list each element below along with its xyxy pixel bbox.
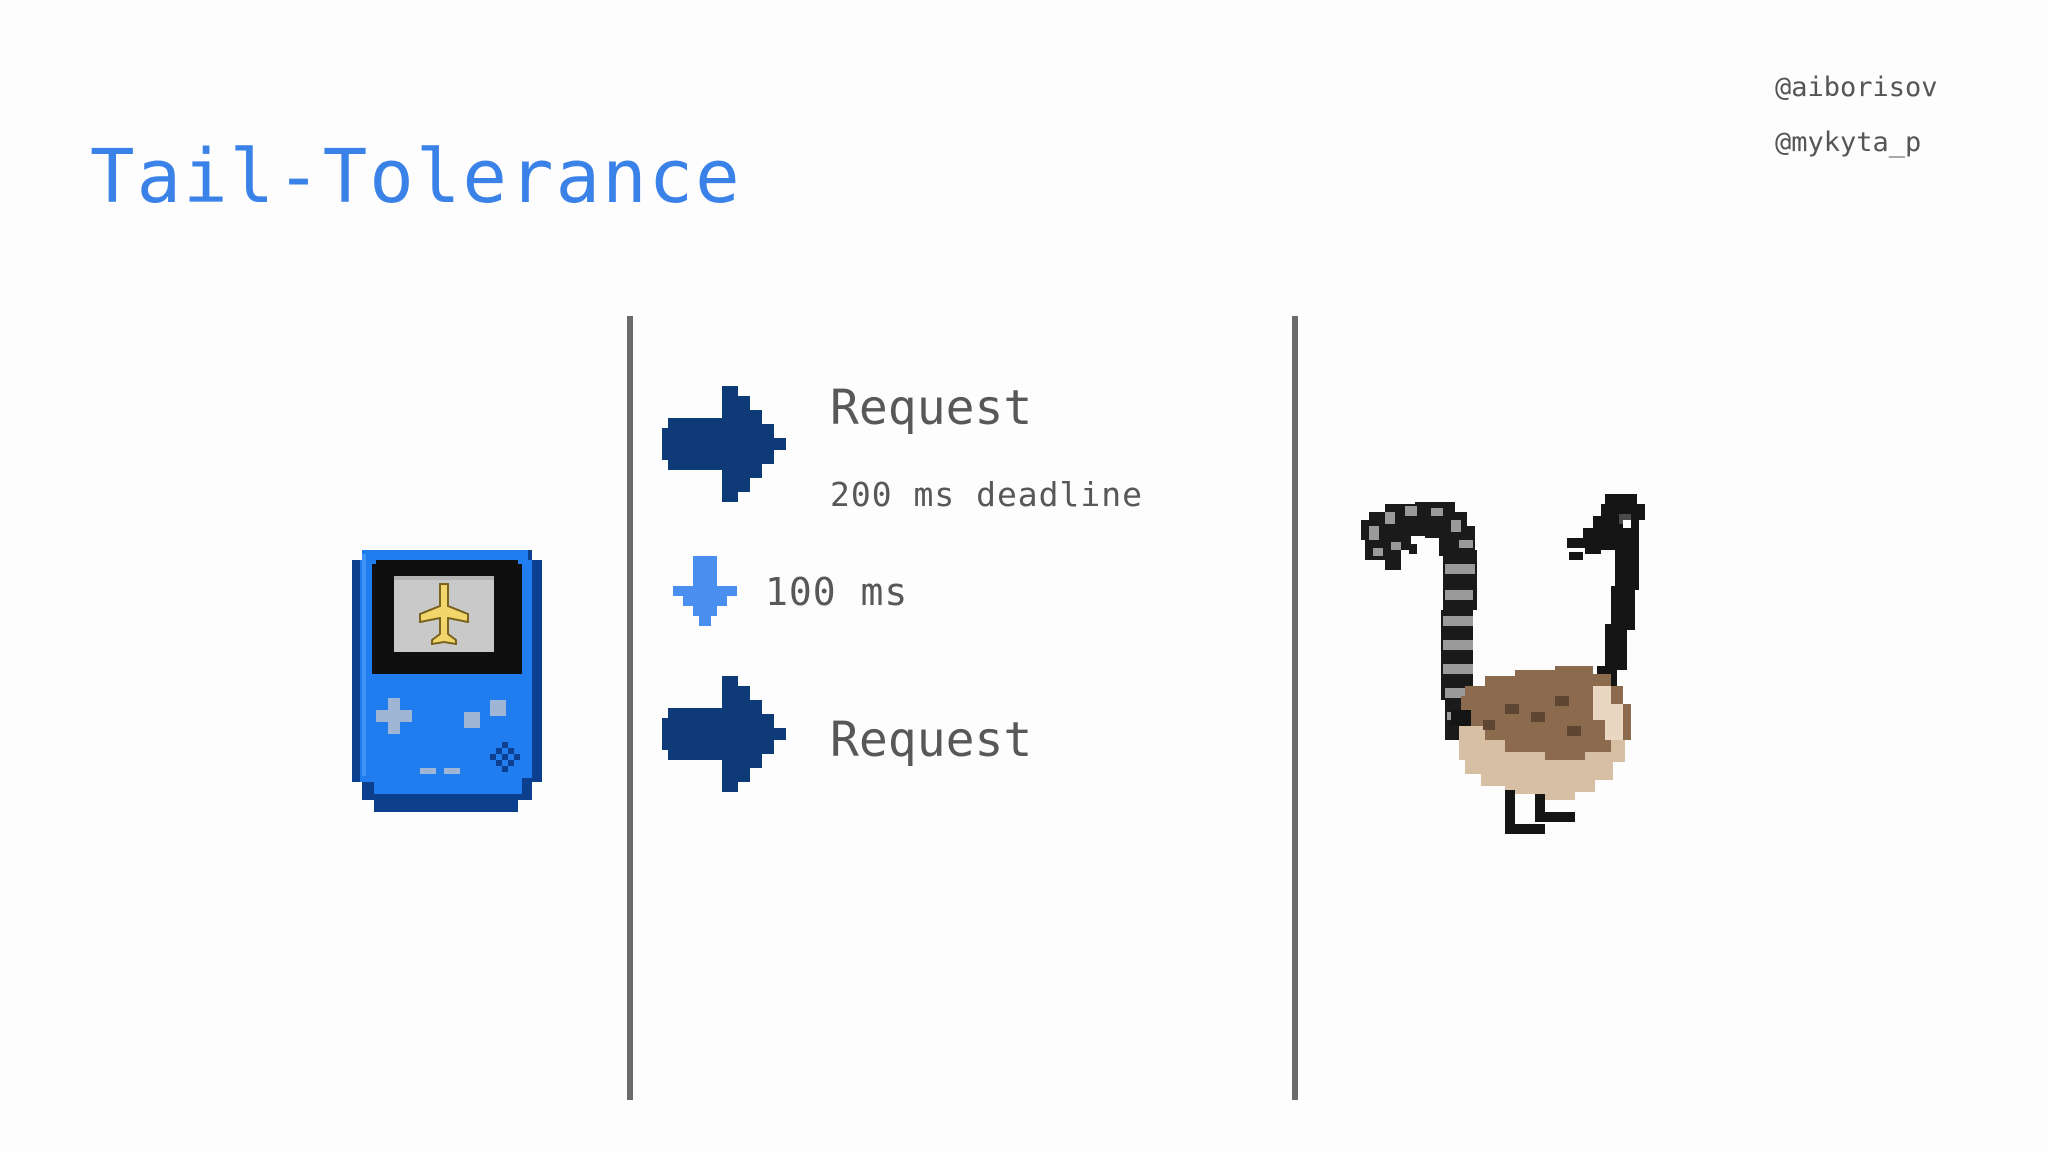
goose-icon (1361, 494, 1645, 834)
delay-label: 100 ms (765, 570, 909, 614)
right-divider (1292, 316, 1298, 1100)
author-handles: @aiborisov @mykyta_p (1775, 60, 1938, 170)
left-divider (627, 316, 633, 1100)
second-request-label: Request (830, 712, 1033, 768)
deadline-label: 200 ms deadline (830, 475, 1144, 514)
handle-mykyta: @mykyta_p (1775, 127, 1922, 158)
handle-aiborisov: @aiborisov (1775, 72, 1938, 103)
slide-title: Tail-Tolerance (90, 134, 742, 220)
first-request-label: Request (830, 380, 1033, 436)
handheld-game-console-icon (352, 550, 542, 812)
down-arrow-icon (673, 556, 737, 626)
request-arrow-icon (662, 386, 786, 502)
airplane-icon (419, 583, 469, 646)
second-request-arrow-icon (662, 676, 786, 792)
